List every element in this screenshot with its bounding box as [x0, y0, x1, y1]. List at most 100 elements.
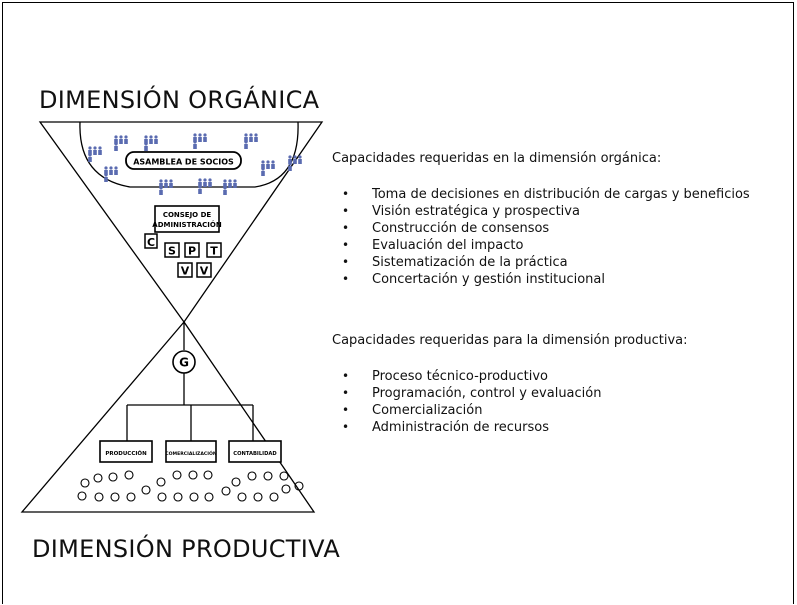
person-icon [261, 160, 265, 169]
workers-circles [77, 470, 304, 502]
council-label-line2: ADMINISTRACIÓN [152, 220, 222, 229]
list-item: Sistematización de la práctica [342, 254, 762, 271]
list-item: Administración de recursos [342, 419, 762, 436]
council-member-box-c [144, 233, 158, 249]
person-icon [244, 133, 248, 142]
person-icon [228, 179, 232, 188]
person-icon [93, 146, 97, 155]
council-member-c: C [147, 236, 155, 249]
assembly-box [125, 151, 242, 170]
person-icon [104, 173, 108, 182]
list-item: Toma de decisiones en distribución de ca… [342, 186, 762, 203]
council-members: C S P T V V [144, 233, 222, 278]
organic-triangle [38, 121, 324, 324]
person-icon [249, 133, 253, 142]
person-icon [164, 179, 168, 188]
person-icon [88, 153, 92, 162]
worker-circle [269, 492, 279, 502]
council-member-box-p [184, 242, 200, 258]
council-member-t: T [210, 245, 218, 258]
person-icon [198, 185, 202, 194]
person-icon [261, 167, 265, 176]
person-icon [119, 135, 123, 144]
organic-capacities-heading: Capacidades requeridas en la dimensión o… [332, 151, 662, 166]
worker-circle [279, 471, 289, 481]
person-icon [159, 179, 163, 188]
person-icon [114, 142, 118, 151]
person-icon [144, 135, 148, 144]
worker-circle [108, 472, 118, 482]
person-icon [159, 186, 163, 195]
worker-circle [80, 478, 90, 488]
worker-circle [281, 484, 291, 494]
productive-dimension-title: DIMENSIÓN PRODUCTIVA [32, 535, 341, 563]
council-member-v1: V [181, 265, 190, 278]
worker-circle [172, 470, 182, 480]
person-icon [114, 135, 118, 144]
person-icon [144, 142, 148, 151]
person-icon [223, 186, 227, 195]
productive-triangle [20, 320, 316, 513]
worker-circle [231, 477, 241, 487]
person-icon [154, 135, 158, 144]
person-icon [298, 155, 302, 164]
person-icon [203, 133, 207, 142]
list-item: Proceso técnico-productivo [342, 368, 762, 385]
worker-circle [294, 481, 304, 491]
department-commercial: COMERCIALIZACIÓN [165, 450, 217, 457]
list-item: Programación, control y evaluación [342, 385, 762, 402]
person-icon [266, 160, 270, 169]
person-icon [149, 135, 153, 144]
worker-circle [77, 491, 87, 501]
assembly-label: ASAMBLEA DE SOCIOS [133, 158, 234, 167]
person-icon [169, 179, 173, 188]
council-member-box-t [206, 242, 222, 258]
members-icon-group [88, 133, 302, 195]
organic-capacities-list: Toma de decisiones en distribución de ca… [342, 186, 762, 288]
council-member-box-v2 [196, 262, 212, 278]
worker-circle [221, 486, 231, 496]
worker-circle [110, 492, 120, 502]
worker-circle [253, 492, 263, 502]
org-connectors [126, 373, 254, 441]
person-icon [293, 155, 297, 164]
person-icon [233, 179, 237, 188]
person-icon [98, 146, 102, 155]
manager-label: G [179, 356, 189, 370]
worker-circle [237, 492, 247, 502]
person-icon [271, 160, 275, 169]
list-item: Comercialización [342, 402, 762, 419]
council-box [154, 205, 220, 233]
worker-circle [94, 492, 104, 502]
productive-capacities-list: Proceso técnico-productivo Programación,… [342, 368, 762, 436]
person-icon [88, 146, 92, 155]
department-box-production [99, 440, 153, 463]
worker-circle [204, 492, 214, 502]
worker-circle [203, 470, 213, 480]
council-member-v2: V [200, 265, 209, 278]
organic-dimension-title: DIMENSIÓN ORGÁNICA [39, 86, 320, 114]
person-icon [288, 155, 292, 164]
council-member-box-s [164, 242, 180, 258]
council-member-p: P [188, 245, 196, 258]
worker-circle [247, 471, 257, 481]
council-member-s: S [168, 245, 176, 258]
worker-circle [126, 492, 136, 502]
person-icon [198, 133, 202, 142]
person-icon [193, 133, 197, 142]
person-icon [124, 135, 128, 144]
worker-circle [93, 473, 103, 483]
list-item: Concertación y gestión institucional [342, 271, 762, 288]
department-accounting: CONTABILIDAD [233, 451, 277, 457]
council-member-box-v1 [177, 262, 193, 278]
person-icon [254, 133, 258, 142]
person-icon [223, 179, 227, 188]
list-item: Evaluación del impacto [342, 237, 762, 254]
person-icon [203, 178, 207, 187]
worker-circle [141, 485, 151, 495]
person-icon [198, 178, 202, 187]
council-label-line1: CONSEJO DE [163, 211, 212, 219]
worker-circle [189, 492, 199, 502]
